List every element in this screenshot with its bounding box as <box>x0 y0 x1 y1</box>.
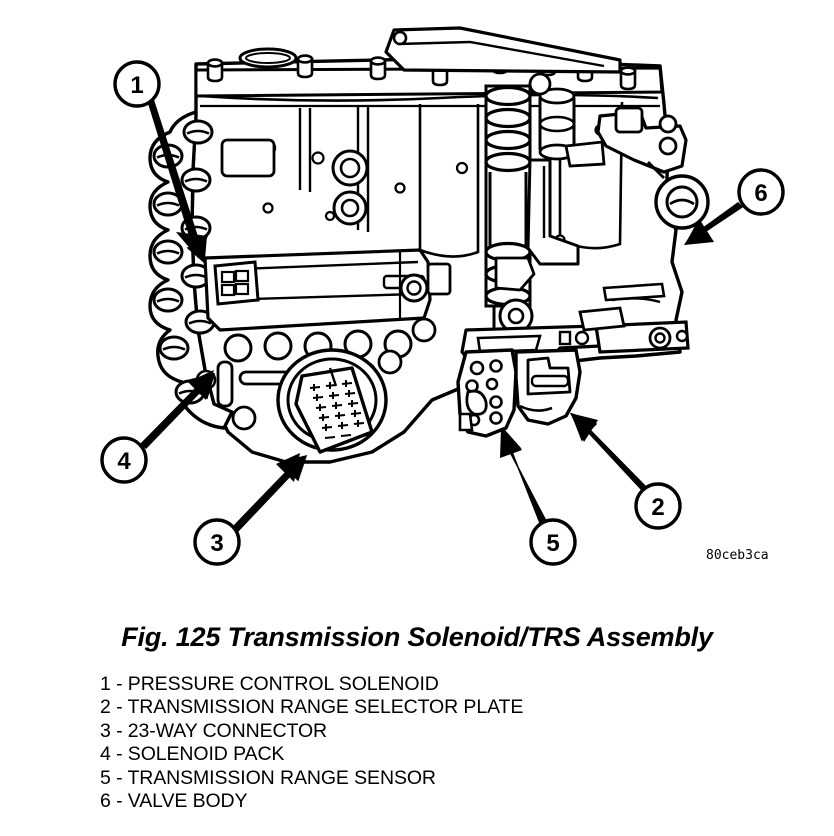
legend-item-4-separator: - <box>110 743 128 766</box>
callout-6-number: 6 <box>754 180 767 207</box>
legend-item-3-number: 3 <box>100 719 111 742</box>
transmission-assembly-drawing: 1 2 3 <box>100 26 785 566</box>
solenoid-sub-connector <box>213 260 260 306</box>
callout-4-number: 4 <box>117 448 131 475</box>
legend-item-5-label: TRANSMISSION RANGE SENSOR <box>127 766 436 789</box>
callout-1-number: 1 <box>130 72 143 99</box>
legend-item-5-separator: - <box>110 766 128 789</box>
legend-item-3-label: 23-WAY CONNECTOR <box>127 719 327 742</box>
legend-item-3: 3 - 23-WAY CONNECTOR <box>100 720 800 743</box>
valve-body-bracket-arm <box>564 106 710 354</box>
legend-item-4-number: 4 <box>100 743 111 766</box>
callout-3[interactable]: 3 <box>193 453 308 566</box>
callout-6[interactable]: 6 <box>684 168 785 245</box>
callout-5-number: 5 <box>546 530 559 557</box>
legend-item-4-label: SOLENOID PACK <box>127 743 285 766</box>
legend-item-1: 1 - PRESSURE CONTROL SOLENOID <box>100 673 800 696</box>
legend-item-5-number: 5 <box>100 766 111 789</box>
solenoid-pack <box>148 110 452 431</box>
callout-group: 1 2 3 <box>100 60 785 566</box>
legend-item-2-separator: - <box>110 696 128 719</box>
callout-2[interactable]: 2 <box>570 412 682 530</box>
callout-1[interactable]: 1 <box>113 60 208 264</box>
transmission-range-selector-plate <box>514 348 582 426</box>
left-casting-bosses <box>220 138 369 226</box>
callout-5[interactable]: 5 <box>500 428 577 566</box>
valve-body-casting <box>161 26 684 464</box>
legend-item-1-number: 1 <box>100 673 111 695</box>
connector-pin-grid <box>309 380 365 439</box>
legend-item-6: 6 - VALVE BODY <box>100 790 800 813</box>
legend-item-6-number: 6 <box>100 790 111 813</box>
figure-reference-code: 80ceb3ca <box>706 548 769 563</box>
legend-item-3-separator: - <box>110 719 128 742</box>
connector-23-way <box>276 348 388 454</box>
legend-item-6-label: VALVE BODY <box>127 790 248 813</box>
callout-2-number: 2 <box>651 494 664 521</box>
legend-item-5: 5 - TRANSMISSION RANGE SENSOR <box>100 767 800 790</box>
legend-item-1-label: PRESSURE CONTROL SOLENOID <box>127 673 439 695</box>
legend-item-2: 2 - TRANSMISSION RANGE SELECTOR PLATE <box>100 696 800 719</box>
callout-4[interactable]: 4 <box>100 370 216 484</box>
figure-legend: 1 - PRESSURE CONTROL SOLENOID 2 - TRANSM… <box>100 673 800 813</box>
figure-caption: Fig. 125 Transmission Solenoid/TRS Assem… <box>121 622 713 652</box>
legend-item-4: 4 - SOLENOID PACK <box>100 743 800 766</box>
callout-3-number: 3 <box>210 530 223 557</box>
legend-item-2-label: TRANSMISSION RANGE SELECTOR PLATE <box>127 696 524 719</box>
legend-item-1-separator: - <box>110 673 128 695</box>
legend-item-2-number: 2 <box>100 696 111 719</box>
figure-illustration-area: 1 2 3 <box>100 26 785 566</box>
solenoid-bore-row <box>223 317 437 363</box>
legend-item-6-separator: - <box>110 790 128 813</box>
transmission-range-sensor <box>456 348 518 438</box>
